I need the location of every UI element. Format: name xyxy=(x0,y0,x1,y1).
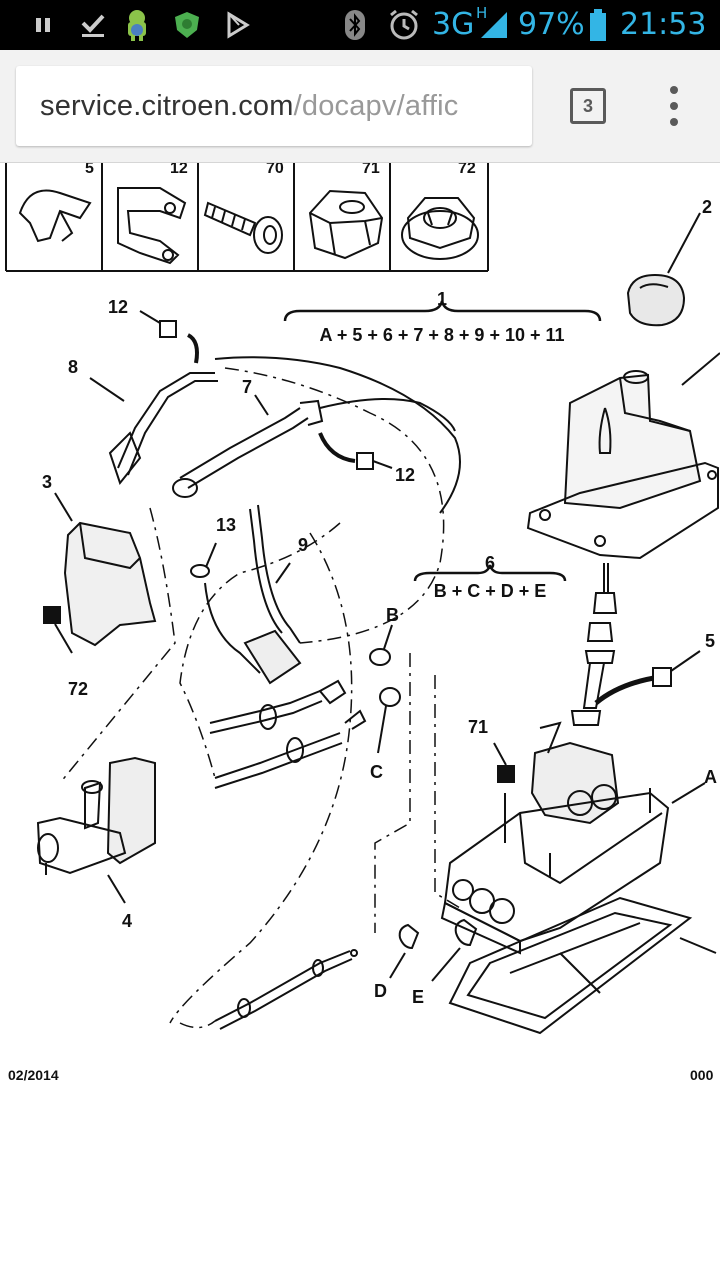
network-subtype: H xyxy=(476,4,488,22)
square-marker-12b xyxy=(356,452,374,470)
status-bar: 3G H 97% 21:53 xyxy=(0,0,720,50)
gaiter-drawing xyxy=(526,352,720,560)
url-host: service.citroen.com xyxy=(40,90,294,122)
oring-B xyxy=(369,648,391,666)
cable-12b xyxy=(318,432,356,463)
shield-icon xyxy=(170,0,204,50)
bracket-3-drawing xyxy=(54,492,157,647)
phantom-lines xyxy=(59,367,461,1029)
screw-icon xyxy=(203,201,283,254)
bluetooth-icon xyxy=(340,0,370,50)
page-content[interactable]: 5 12 70 71 72 1 A + 5 + 6 + 7 + 8 + 9 + … xyxy=(0,163,720,1280)
strip-label-71: 71 xyxy=(362,163,380,177)
part-6-label: 6 xyxy=(485,553,495,573)
strip-label-70: 70 xyxy=(266,163,284,177)
label-72: 72 xyxy=(68,679,88,699)
url-text[interactable]: service.citroen.com/docapv/affic xyxy=(40,66,459,146)
flange-nut-icon xyxy=(401,197,479,260)
play-store-icon xyxy=(220,0,254,50)
label-C: C xyxy=(370,762,383,782)
label-2: 2 xyxy=(702,197,712,217)
battery-icon xyxy=(586,0,610,50)
square-marker-5 xyxy=(652,667,672,687)
label-4: 4 xyxy=(122,911,132,931)
network-type: 3G xyxy=(432,7,475,42)
browser-toolbar: service.citroen.com/docapv/affic 3 xyxy=(0,50,720,163)
square-marker-71 xyxy=(497,765,515,783)
overflow-menu-icon[interactable] xyxy=(660,86,690,126)
cable-12a xyxy=(186,333,199,364)
brace-6 xyxy=(413,564,567,582)
alarm-icon xyxy=(386,0,422,50)
cable-7-8-drawing xyxy=(108,356,461,514)
label-5: 5 xyxy=(705,631,715,651)
oring-13 xyxy=(190,564,210,578)
gearbox-housing-drawing xyxy=(440,721,717,1035)
nut-icon xyxy=(308,189,384,260)
parts-diagram: 5 12 70 71 72 1 A + 5 + 6 + 7 + 8 + 9 + … xyxy=(5,163,720,1083)
label-12b: 12 xyxy=(395,465,415,485)
clip-D xyxy=(398,923,420,950)
oring-C xyxy=(379,687,401,707)
gear-lever-drawing xyxy=(570,563,618,726)
linkage-4-drawing xyxy=(36,756,156,904)
part-1-label: 1 xyxy=(437,289,447,309)
label-12a: 12 xyxy=(108,297,128,317)
label-3: 3 xyxy=(42,472,52,492)
battery-percent: 97% xyxy=(518,7,585,42)
clip-E xyxy=(454,918,478,947)
label-71: 71 xyxy=(468,717,488,737)
tabs-icon: 3 xyxy=(570,88,606,124)
cable-5 xyxy=(594,674,661,705)
label-9: 9 xyxy=(298,535,308,555)
label-8: 8 xyxy=(68,357,78,377)
square-marker-72 xyxy=(43,606,61,624)
footer-date: 02/2014 xyxy=(8,1067,59,1083)
strip-label-5: 5 xyxy=(85,163,94,177)
clock: 21:53 xyxy=(620,7,707,42)
pause-icon xyxy=(28,0,58,50)
download-done-icon xyxy=(76,0,110,50)
label-B: B xyxy=(386,605,399,625)
label-7: 7 xyxy=(242,377,252,397)
cable-9-drawing xyxy=(204,504,367,789)
label-A: A xyxy=(704,767,717,787)
signal-icon xyxy=(478,0,510,50)
url-path: /docapv/affic xyxy=(293,90,459,122)
strip-label-12: 12 xyxy=(170,163,188,177)
tabs-button[interactable]: 3 xyxy=(570,88,606,124)
address-bar[interactable]: service.citroen.com/docapv/affic xyxy=(16,66,532,146)
cable-end-drawing xyxy=(214,949,358,1030)
android-icon xyxy=(120,0,154,50)
brace-1 xyxy=(283,300,602,322)
square-marker-12a xyxy=(159,320,177,338)
clip-icon xyxy=(18,189,92,243)
footer-ref: 000 xyxy=(690,1067,714,1083)
parts-strip xyxy=(5,163,489,272)
label-13: 13 xyxy=(216,515,236,535)
strip-label-72: 72 xyxy=(458,163,476,177)
gear-knob-drawing xyxy=(626,212,701,327)
label-E: E xyxy=(412,987,424,1007)
part-6-formula: B + C + D + E xyxy=(434,581,547,601)
bracket-icon xyxy=(117,187,187,265)
label-D: D xyxy=(374,981,387,1001)
part-1-formula: A + 5 + 6 + 7 + 8 + 9 + 10 + 11 xyxy=(319,325,564,345)
